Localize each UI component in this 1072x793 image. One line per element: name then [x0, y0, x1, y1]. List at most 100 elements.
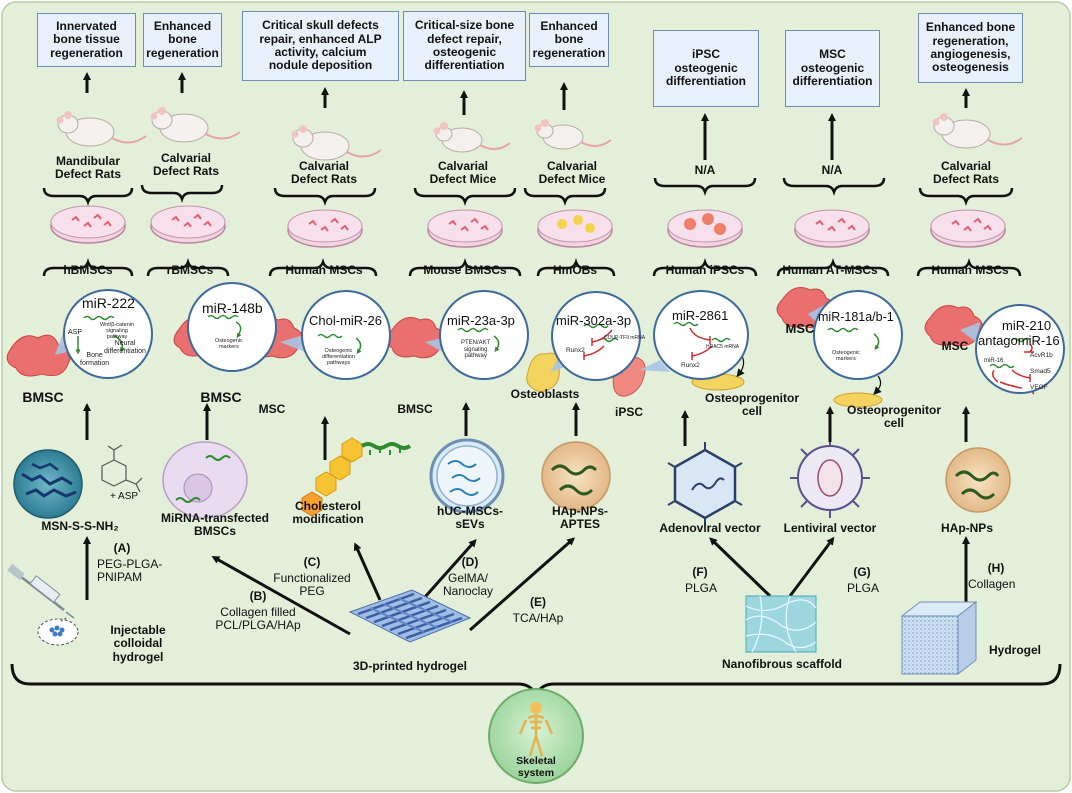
- route-material-c: Functionalized PEG: [273, 571, 351, 599]
- wave-g: [827, 327, 859, 333]
- model-label-f: N/A: [694, 163, 716, 177]
- carrier-arrows: [83, 402, 970, 600]
- aspirin-molecule-icon: [101, 444, 143, 493]
- mirna-circle-b: [187, 282, 277, 372]
- inhibit-h3: [1011, 369, 1031, 382]
- carrier-label-d: hUC-MSCs- sEVs: [437, 504, 503, 532]
- wave-f2: [711, 337, 731, 343]
- rat-c-icon: [291, 125, 382, 161]
- mirna-circle-f: [653, 290, 749, 380]
- arrow-b: [235, 321, 242, 339]
- outcome-box-c: Critical skull defects repair, enhanced …: [242, 11, 399, 81]
- mirna-transfected-bmsc-icon: [162, 441, 248, 519]
- route-material-b: Collagen filled PCL/PLGA/HAp: [215, 605, 301, 633]
- syringe-icon: [7, 563, 75, 619]
- cell-type-osteoprogenitor-f: Osteoprogenitor cell: [704, 391, 799, 419]
- route-letter-d: (D): [461, 555, 479, 569]
- route-letter-f: (F): [692, 565, 708, 579]
- scaffold-label-injectable: Injectable colloidal hydrogel: [110, 623, 166, 664]
- inhibit-h4: [999, 381, 1023, 389]
- carrier-label-b: MiRNA-transfected BMSCs: [160, 511, 269, 539]
- nanofibrous-scaffold-icon: [745, 595, 817, 653]
- injectable-hydrogel-icon: [37, 618, 79, 646]
- route-letter-g: (G): [853, 565, 871, 579]
- scaffold-label-nanofibrous: Nanofibrous scaffold: [721, 657, 842, 671]
- inhibit-h2: [991, 369, 999, 383]
- scaffold-arrows: [211, 536, 970, 636]
- lentiviral-vector-icon: [790, 438, 870, 518]
- cholesterol-mirna-icon: [301, 437, 412, 517]
- wave-a: [83, 315, 115, 321]
- mirna-circle-a: [63, 289, 153, 379]
- cell-label-d: Mouse BMSCs: [423, 263, 507, 277]
- pathway-f-hdac: HDAC5 mRNA: [706, 344, 740, 350]
- scaffold-label-printed: 3D-printed hydrogel: [352, 659, 467, 673]
- cell-label-f: Human iPSCs: [665, 263, 745, 277]
- mirna-circle-e: [551, 291, 641, 381]
- cell-type-osteoblasts: Osteoblasts: [510, 387, 580, 401]
- outcome-box-d: Critical-size bone defect repair, osteog…: [403, 11, 526, 81]
- cell-label-c: Human MSCs: [285, 263, 363, 277]
- pathway-h-mir16: miR-16: [984, 358, 1004, 364]
- dish-a-icon: [50, 205, 126, 244]
- inhibit-f1: [689, 327, 711, 344]
- outcome-arrows: [83, 72, 970, 160]
- carrier-label-h: HAp-NPs: [940, 521, 993, 535]
- scaffold-label-hydrogel: Hydrogel: [988, 643, 1041, 657]
- pathway-e-coup: COUP-TFII mRNA: [604, 335, 646, 341]
- wave-b: [207, 314, 239, 320]
- wave-e1: [583, 323, 609, 329]
- rat-h-icon: [932, 113, 1023, 149]
- route-letter-a: (A): [113, 541, 131, 555]
- route-material-g: PLGA: [846, 581, 879, 595]
- injectable-dash-line: [59, 617, 67, 623]
- skeletal-system-label: Skeletal system: [516, 755, 556, 779]
- rat-b-icon: [150, 107, 241, 143]
- route-letter-h: (H): [987, 561, 1005, 575]
- hap-nps-icon: [945, 447, 1011, 513]
- dish-g-icon: [794, 209, 870, 248]
- cell-type-msc-c: MSC: [258, 402, 286, 416]
- model-label-b: Calvarial Defect Rats: [152, 151, 220, 179]
- cell-brackets: [42, 258, 1022, 277]
- injectable-hydrogel-particles: [49, 625, 65, 637]
- pathway-h-acvr: AcvR1b: [1030, 352, 1053, 359]
- cell-label-h: Human MSCs: [931, 263, 1009, 277]
- petri-dishes: [50, 205, 1006, 248]
- carrier-label-g: Lentiviral vector: [783, 521, 877, 535]
- carrier-icons: [13, 437, 1011, 526]
- 3d-printed-hydrogel-icon: [348, 589, 472, 643]
- mirna-circle-h: [975, 304, 1065, 394]
- route-material-e: TCA/HAp: [512, 611, 564, 625]
- hap-nps-aptes-icon: [541, 441, 611, 511]
- pathway-a-neural: Neural differentiation: [104, 340, 146, 355]
- carrier-label-f: Adenoviral vector: [659, 521, 761, 535]
- mirna-name-e: miR-302a-3p: [556, 313, 632, 328]
- pathway-e-runx: Runx2: [566, 347, 585, 354]
- mirna-circle-g: [813, 290, 903, 380]
- outcome-box-a: Innervated bone tissue regeneration: [37, 13, 136, 67]
- cell-label-g: Human AT-MSCs: [782, 263, 878, 277]
- model-label-e: Calvarial Defect Mice: [538, 159, 606, 187]
- model-label-c: Calvarial Defect Rats: [290, 159, 358, 187]
- dish-b-icon: [150, 205, 226, 244]
- route-material-f: PLGA: [684, 581, 717, 595]
- route-material-d: GelMA/ Nanoclay: [442, 571, 494, 599]
- carrier-label-e: HAp-NPs- APTES: [552, 504, 608, 532]
- model-label-d: Calvarial Defect Mice: [429, 159, 497, 187]
- mirna-name-h2: antagomiR-16: [978, 333, 1060, 348]
- pathway-c: Osteogenic differentiation pathways: [322, 348, 355, 367]
- outcome-box-f: iPSC osteogenic differentiation: [653, 30, 759, 107]
- dish-d-icon: [427, 209, 503, 248]
- model-label-g: N/A: [821, 163, 843, 177]
- carrier-label-a: MSN-S-S-NH₂: [41, 519, 119, 533]
- adenoviral-vector-icon: [667, 442, 743, 526]
- cell-type-osteoprogenitor-g: Osteoprogenitor cell: [846, 403, 941, 431]
- inhibit-e2: [583, 345, 605, 360]
- osteoblast-cell-icon: [526, 352, 560, 392]
- model-label-h: Calvarial Defect Rats: [932, 159, 1000, 187]
- pathway-h-smad: Smad5: [1030, 368, 1051, 375]
- mirna-circle-d: [439, 290, 529, 380]
- cell-type-msc-g: MSC: [785, 321, 815, 336]
